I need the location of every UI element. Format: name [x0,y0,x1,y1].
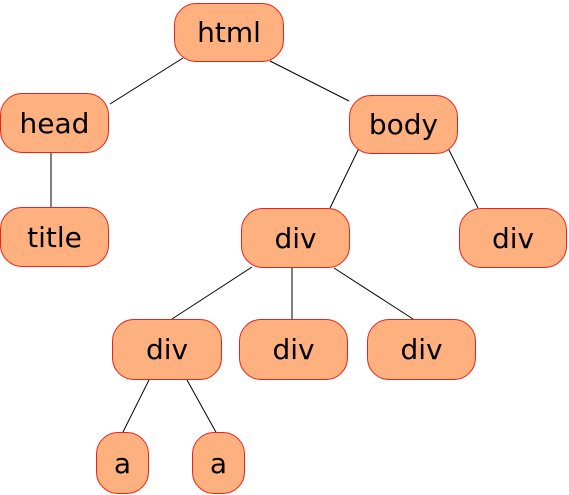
tree-node-div: div [241,208,350,268]
tree-node-a: a [192,432,245,494]
tree-edge-body-div-1-inner-div-1 [171,266,253,320]
tree-edge-html-body [269,60,350,102]
tree-edge-body-body-div-1 [329,145,361,209]
tree-node-title: title [0,207,109,267]
tree-node-head: head [0,93,109,153]
tree-edge-inner-div-1-a-1 [121,379,150,435]
tree-node-div: div [239,319,348,380]
tree-edge-html-head [109,57,184,105]
tree-node-html: html [174,3,284,62]
tree-edge-body-div-1-inner-div-3 [333,267,414,320]
tree-edge-inner-div-1-a-2 [186,379,218,435]
tree-node-a: a [96,432,149,494]
tree-node-div: div [112,319,222,380]
tree-node-div: div [367,319,476,380]
tree-edge-body-body-div-2 [446,145,479,209]
tree-node-div: div [459,208,567,268]
tree-node-body: body [349,95,458,154]
